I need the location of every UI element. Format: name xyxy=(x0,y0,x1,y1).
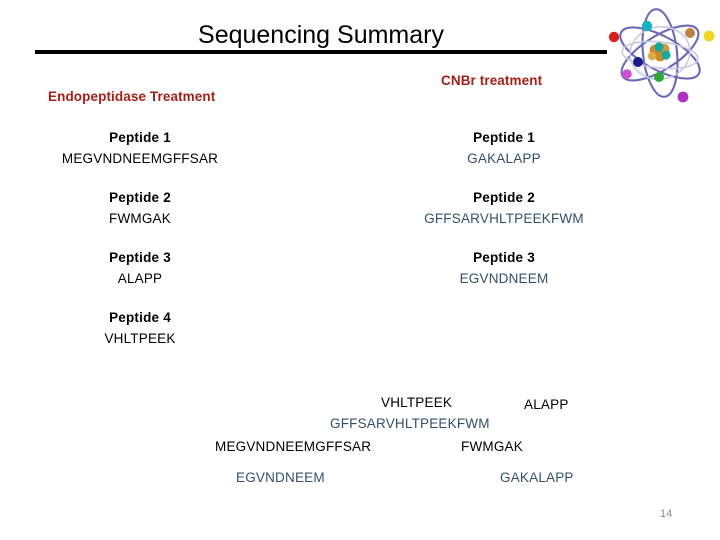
peptide-sequence: MEGVNDNEEMGFFSAR xyxy=(61,151,219,166)
peptide-label: Peptide 2 xyxy=(109,190,171,205)
assembly-fragment: EGVNDNEEM xyxy=(236,470,325,485)
peptide-label: Peptide 1 xyxy=(109,130,171,145)
assembly-fragment: VHLTPEEK xyxy=(381,395,453,410)
peptide-label: Peptide 3 xyxy=(473,250,535,265)
cnbr-peptide-list: Peptide 1 GAKALAPP Peptide 2 GFFSARVHLTP… xyxy=(390,128,618,308)
peptide-entry: Peptide 1 MEGVNDNEEMGFFSAR xyxy=(30,128,250,170)
peptide-entry: Peptide 2 GFFSARVHLTPEEKFWM xyxy=(390,188,618,230)
endopeptidase-treatment-header: Endopeptidase Treatment xyxy=(48,89,216,104)
page-title: Sequencing Summary xyxy=(198,21,444,49)
peptide-sequence: GFFSARVHLTPEEKFWM xyxy=(424,211,584,226)
title-divider xyxy=(35,50,607,54)
peptide-sequence: EGVNDNEEM xyxy=(459,271,549,286)
peptide-entry: Peptide 2 FWMGAK xyxy=(30,188,250,230)
assembly-fragment: GAKALAPP xyxy=(500,470,574,485)
peptide-sequence: ALAPP xyxy=(117,271,163,286)
cnbr-treatment-header: CNBr treatment xyxy=(441,73,543,88)
peptide-entry: Peptide 3 ALAPP xyxy=(30,248,250,290)
peptide-sequence: VHLTPEEK xyxy=(104,331,176,346)
assembly-fragment: ALAPP xyxy=(524,397,569,412)
assembly-fragment: MEGVNDNEEMGFFSAR xyxy=(215,439,372,454)
peptide-entry: Peptide 3 EGVNDNEEM xyxy=(390,248,618,290)
page-number: 14 xyxy=(660,508,673,520)
peptide-label: Peptide 2 xyxy=(473,190,535,205)
peptide-label: Peptide 3 xyxy=(109,250,171,265)
assembly-fragment: GFFSARVHLTPEEKFWM xyxy=(330,416,490,431)
peptide-sequence: FWMGAK xyxy=(109,211,171,226)
assembly-fragment: FWMGAK xyxy=(461,439,523,454)
peptide-sequence: GAKALAPP xyxy=(467,151,541,166)
peptide-entry: Peptide 1 GAKALAPP xyxy=(390,128,618,170)
peptide-label: Peptide 1 xyxy=(473,130,535,145)
endopeptidase-peptide-list: Peptide 1 MEGVNDNEEMGFFSAR Peptide 2 FWM… xyxy=(30,128,250,368)
peptide-label: Peptide 4 xyxy=(109,310,171,325)
peptide-entry: Peptide 4 VHLTPEEK xyxy=(30,308,250,350)
atom-icon xyxy=(602,2,718,104)
